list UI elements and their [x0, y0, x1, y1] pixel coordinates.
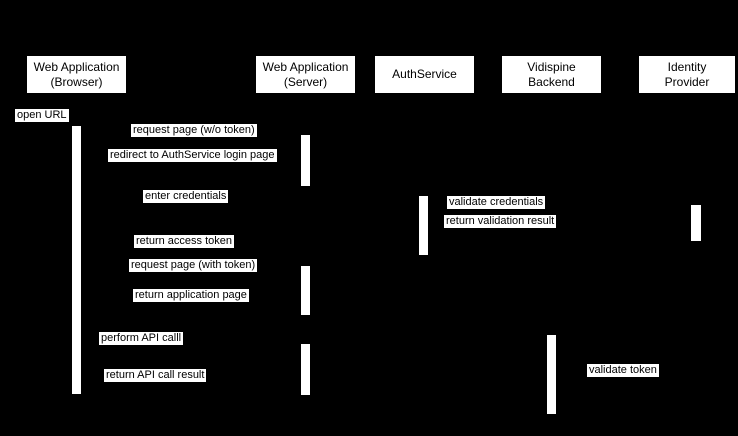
- message-label: return validation result: [444, 215, 557, 228]
- actor-label-line: (Browser): [50, 74, 103, 89]
- message-label: return API call result: [104, 369, 207, 382]
- message-label: open URL: [15, 109, 69, 122]
- message-label: perform API calll: [99, 332, 184, 345]
- actor-label-line: Vidispine: [527, 59, 576, 74]
- message-label: validate credentials: [447, 196, 546, 209]
- message-label: return application page: [133, 289, 249, 302]
- actor-box-web-application-browser: Web Application(Browser): [27, 56, 126, 93]
- actor-label-line: Backend: [528, 74, 575, 89]
- actor-label-line: (Server): [283, 74, 328, 89]
- activation-bar-web-application-server: [301, 344, 310, 395]
- activation-bar-vidispine-backend: [547, 335, 556, 414]
- activation-bar-web-application-server: [301, 135, 310, 186]
- activation-bar-web-application-browser: [72, 126, 81, 394]
- activation-bar-authservice: [419, 196, 428, 255]
- actor-label-line: Provider: [664, 74, 710, 89]
- message-label: enter credentials: [143, 190, 229, 203]
- actor-box-authservice: AuthService: [375, 56, 474, 93]
- activation-bar-identity-provider: [691, 205, 701, 241]
- message-label: request page (w/o token): [131, 124, 257, 137]
- message-label: validate token: [587, 364, 659, 377]
- activation-bar-web-application-server: [301, 266, 310, 315]
- actor-box-web-application-server: Web Application(Server): [256, 56, 355, 93]
- actor-label-line: Web Application: [33, 59, 120, 74]
- message-label: request page (with token): [129, 259, 258, 272]
- message-label: redirect to AuthService login page: [108, 149, 277, 162]
- actor-label-line: AuthService: [392, 67, 457, 81]
- message-label: return access token: [134, 235, 234, 248]
- actor-label-line: Web Application: [262, 59, 349, 74]
- actor-label-line: Identity: [667, 59, 707, 74]
